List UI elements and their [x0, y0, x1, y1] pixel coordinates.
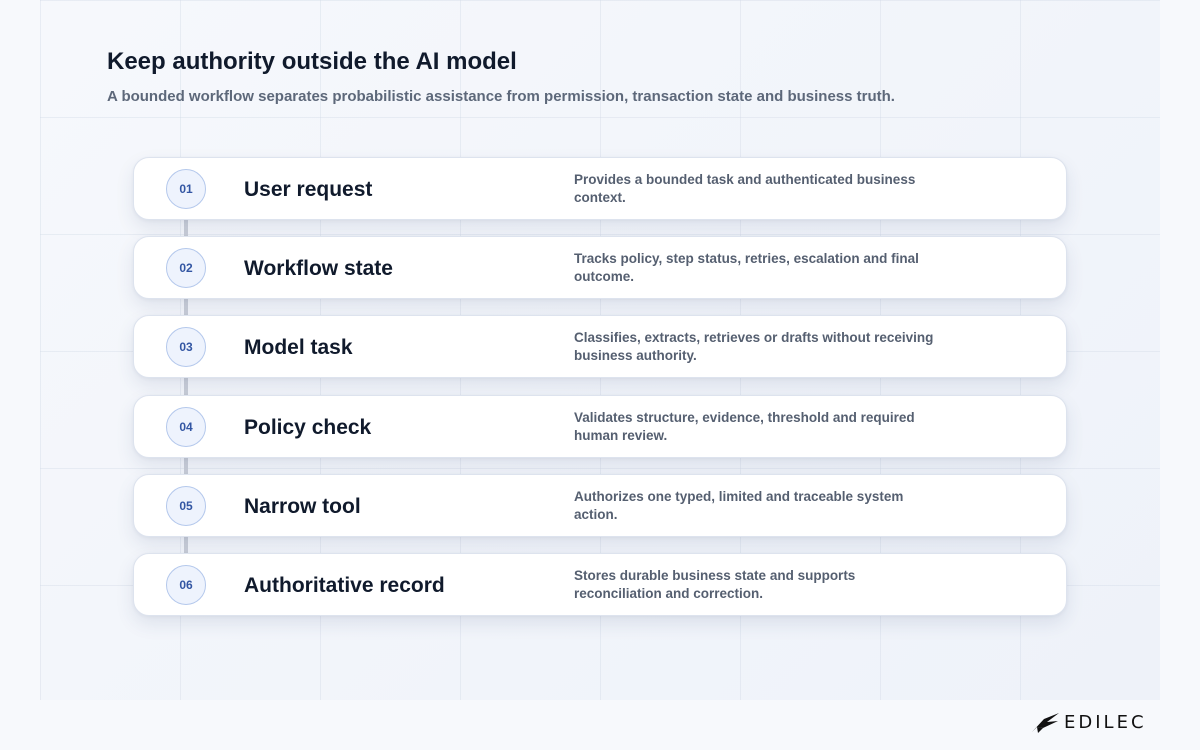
step-title: Narrow tool [244, 494, 361, 518]
step-card: 01 User request Provides a bounded task … [133, 157, 1067, 220]
step-description: Tracks policy, step status, retries, esc… [574, 251, 919, 285]
step-number-badge: 03 [166, 327, 206, 368]
step-card: 04 Policy check Validates structure, evi… [133, 394, 1067, 458]
step-description: Classifies, extracts, retrieves or draft… [574, 330, 934, 364]
step-connector-line [184, 205, 188, 565]
step-card: 05 Narrow tool Authorizes one typed, lim… [133, 473, 1067, 537]
brand-logo: EDILEC [1031, 711, 1147, 735]
step-description: Provides a bounded task and authenticate… [574, 172, 916, 205]
workflow-steps: 01 User request Provides a bounded task … [133, 157, 1067, 632]
page-title: Keep authority outside the AI model [107, 48, 517, 75]
step-title: Authoritative record [244, 573, 445, 597]
step-description: Authorizes one typed, limited and tracea… [574, 488, 904, 522]
step-card: 06 Authoritative record Stores durable b… [133, 552, 1067, 616]
step-number-badge: 06 [166, 564, 206, 605]
step-description: Validates structure, evidence, threshold… [574, 409, 915, 443]
step-title: Workflow state [244, 257, 393, 281]
step-number-badge: 02 [166, 248, 206, 289]
step-card: 02 Workflow state Tracks policy, step st… [133, 236, 1067, 300]
edilec-bird-logo-icon [1032, 713, 1059, 733]
step-title: User request [244, 178, 373, 201]
step-number-badge: 01 [166, 169, 206, 209]
step-card: 03 Model task Classifies, extracts, retr… [133, 315, 1067, 379]
step-title: Policy check [244, 415, 372, 439]
step-description: Stores durable business state and suppor… [574, 567, 856, 601]
page-subtitle: A bounded workflow separates probabilist… [107, 88, 895, 105]
step-number-badge: 04 [166, 406, 206, 447]
step-title: Model task [244, 336, 353, 360]
brand-name: EDILEC [1064, 712, 1147, 733]
step-number-badge: 05 [166, 485, 206, 526]
